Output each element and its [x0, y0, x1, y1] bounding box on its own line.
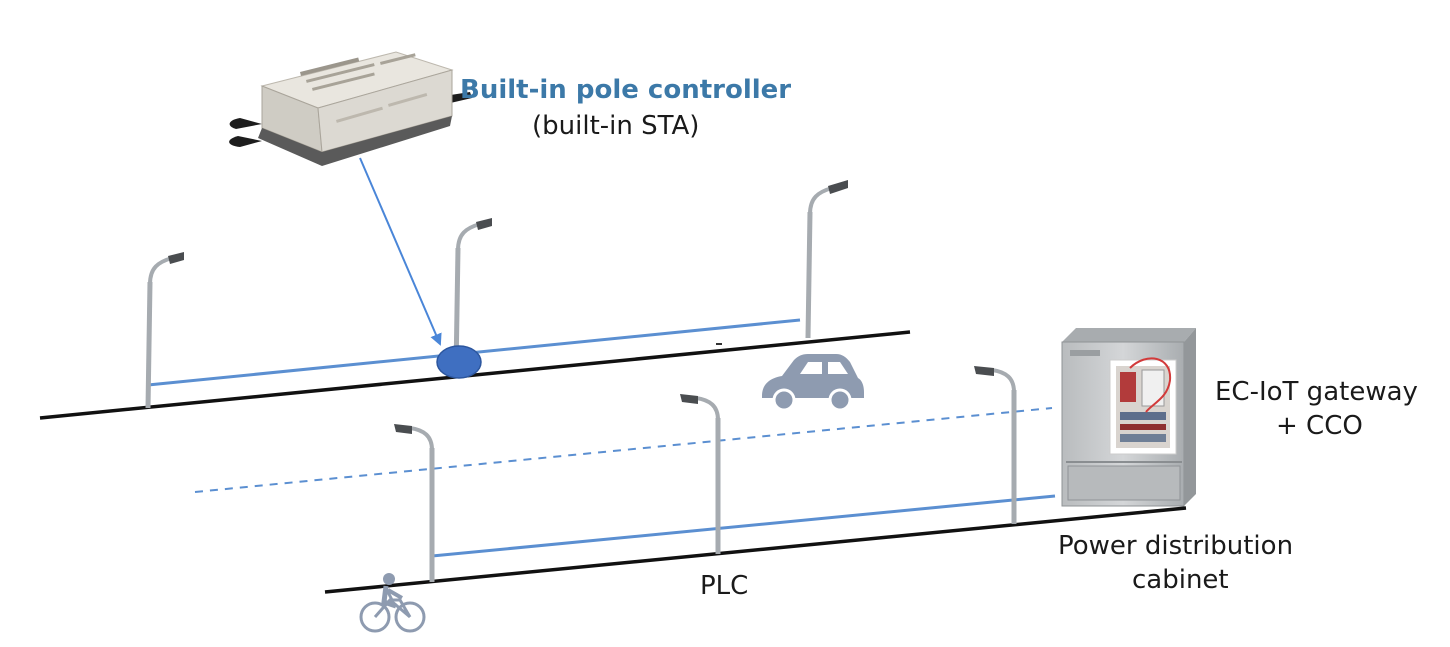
power-distribution-cabinet-image [1061, 328, 1196, 507]
street-lamp-6 [974, 366, 1017, 524]
controller-pointer-arrow [359, 157, 442, 346]
cabinet-label-line1: Power distribution [1058, 531, 1294, 561]
upper-road-line [39, 330, 911, 420]
controller-subtitle: (built-in STA) [532, 111, 700, 141]
gateway-label-line2: + CCO [1276, 411, 1363, 441]
lower-road-line [324, 506, 1187, 594]
plc-label: PLC [700, 571, 749, 601]
controller-title: Built-in pole controller [460, 75, 792, 105]
street-lamp-4 [394, 424, 435, 582]
car-icon [762, 354, 864, 412]
bicycle-icon [359, 573, 426, 633]
gateway-label-line1: EC-IoT gateway [1215, 377, 1418, 407]
street-lamp-1 [145, 252, 184, 409]
pole-controller-device-image [229, 51, 472, 166]
street-lamp-5 [680, 394, 721, 554]
lower-plc-cable [431, 494, 1056, 558]
pole-controller-node [436, 345, 482, 379]
street-lamp-3 [805, 180, 848, 339]
cabinet-label-line2: cabinet [1132, 565, 1229, 595]
plc-dashed-line [194, 407, 1053, 493]
